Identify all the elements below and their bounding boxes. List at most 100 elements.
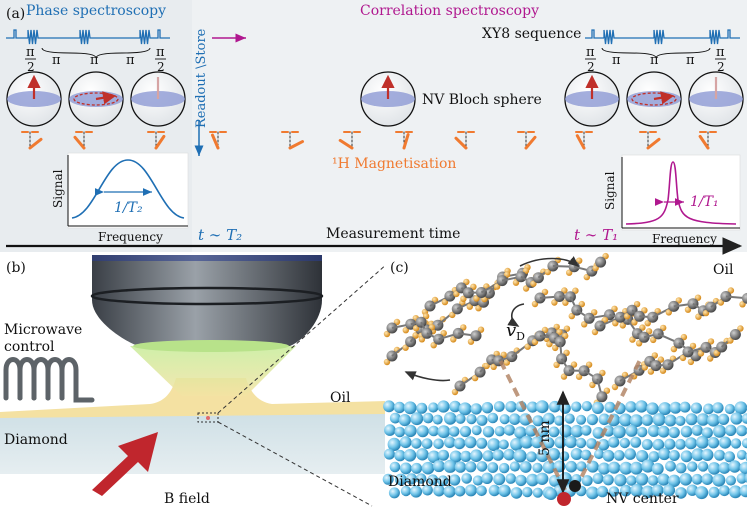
hydrogen-atom xyxy=(629,336,636,343)
diamond-label-b: Diamond xyxy=(4,432,68,448)
diamond-atom xyxy=(657,425,670,438)
hydrogen-atom xyxy=(477,326,485,333)
hydrogen-atom xyxy=(460,324,467,331)
diamond-atom xyxy=(724,451,735,463)
diamond-atom xyxy=(526,401,539,413)
phase-spectroscopy-title: Phase spectroscopy xyxy=(26,3,166,19)
diamond-atom xyxy=(691,448,705,462)
diamond-atom xyxy=(465,461,477,473)
brace xyxy=(41,47,151,59)
diamond-atom xyxy=(641,459,655,473)
hydrogen-atom xyxy=(684,306,692,313)
diamond-atom xyxy=(565,460,578,473)
diamond-atom xyxy=(481,472,493,484)
panel-a-label: (a) xyxy=(6,6,25,22)
zoom-box xyxy=(197,412,219,423)
diamond-atom xyxy=(411,462,423,474)
diffusion-arrow xyxy=(507,303,525,327)
diamond-atom xyxy=(510,487,523,499)
magnetisation-arrow-icon xyxy=(73,131,93,150)
xy8-sequence-label: XY8 sequence xyxy=(482,26,581,42)
diamond-atom xyxy=(697,461,709,472)
diamond-atom xyxy=(714,449,726,461)
diamond-atom xyxy=(734,401,747,415)
diamond-atom xyxy=(679,473,693,486)
diamond-atom xyxy=(482,450,494,462)
pi-half-label: π xyxy=(716,45,725,60)
hydrogen-atom xyxy=(713,349,720,357)
objective-lens-ring xyxy=(90,286,324,306)
diamond-atom xyxy=(701,473,714,486)
hydrogen-atom xyxy=(552,344,559,352)
diamond-atom xyxy=(410,412,424,426)
diamond-atom xyxy=(509,461,520,472)
hydrogen-atom xyxy=(546,340,553,348)
diamond-atom xyxy=(493,473,506,486)
diamond-atom xyxy=(383,400,395,413)
hydrogen-atom xyxy=(599,369,606,377)
carbon-atom xyxy=(596,391,608,403)
time-label-t1: t ∼ T₁ xyxy=(574,226,618,244)
diamond-atom xyxy=(454,485,466,497)
diamond-atom xyxy=(437,425,451,439)
hydrogen-atom xyxy=(665,309,672,316)
diamond-atom xyxy=(719,436,732,449)
diamond-atom xyxy=(543,437,555,449)
diamond-atom xyxy=(525,424,537,437)
pi-label: π xyxy=(650,53,659,68)
diamond-atom xyxy=(505,401,517,413)
diamond-atom xyxy=(531,436,544,449)
diamond-atom xyxy=(602,474,614,486)
microwave-label: Microwave xyxy=(4,322,82,338)
diamond-atom xyxy=(437,475,449,487)
diamond-atom xyxy=(729,485,742,499)
diamond-atom xyxy=(586,438,597,449)
diamond-atom xyxy=(576,414,587,425)
flow-arrow xyxy=(519,256,580,268)
hydrogen-atom xyxy=(430,342,437,349)
diamond-atom xyxy=(537,426,549,438)
hydrogen-atom xyxy=(585,361,593,368)
diamond-atom xyxy=(597,439,610,451)
hydrogen-atom xyxy=(603,387,611,394)
diamond-atom xyxy=(470,403,482,415)
diamond-atom xyxy=(494,426,505,437)
bloch-sphere xyxy=(564,71,620,127)
bloch-sphere xyxy=(688,71,744,127)
diamond-atom xyxy=(730,438,742,449)
carbon-atom xyxy=(470,330,482,342)
hydrogen-atom xyxy=(631,319,638,326)
hydrogen-atom xyxy=(553,323,560,331)
hydrogen-atom xyxy=(412,325,420,332)
diamond-atom xyxy=(641,439,653,450)
hydrogen-atom xyxy=(589,381,596,389)
hydrogen-atom xyxy=(679,354,687,362)
panel-b-label: (b) xyxy=(6,260,26,276)
magnetisation-arrows xyxy=(21,131,717,150)
diamond-atom xyxy=(465,484,477,497)
diamond-atom xyxy=(536,449,549,463)
diamond-atom xyxy=(400,485,412,497)
diamond-atom xyxy=(691,424,703,436)
hydrogen-atom xyxy=(611,383,619,391)
hydrogen-atom xyxy=(611,305,618,312)
diamond-atom xyxy=(608,461,621,474)
diamond-atom xyxy=(658,447,671,461)
pulse-sequence-right xyxy=(585,29,740,45)
magnetisation-arrow-icon xyxy=(209,131,227,150)
diamond-atom xyxy=(487,462,499,473)
oil-label-c: Oil xyxy=(713,262,734,278)
hydrogen-atom xyxy=(412,332,419,339)
diamond-atom xyxy=(427,474,439,486)
diamond-atom xyxy=(428,402,439,413)
diamond-atom xyxy=(520,435,534,449)
diamond-atom xyxy=(499,414,510,425)
diamond-atom xyxy=(532,487,543,498)
diamond-atom xyxy=(476,414,488,426)
diamond-atom xyxy=(708,486,720,498)
diamond-atom xyxy=(636,450,649,463)
pulse-sequence-left xyxy=(6,29,170,45)
diamond-atom xyxy=(461,473,473,484)
hydrogen-atom xyxy=(659,367,667,374)
diamond-atom xyxy=(460,450,472,462)
